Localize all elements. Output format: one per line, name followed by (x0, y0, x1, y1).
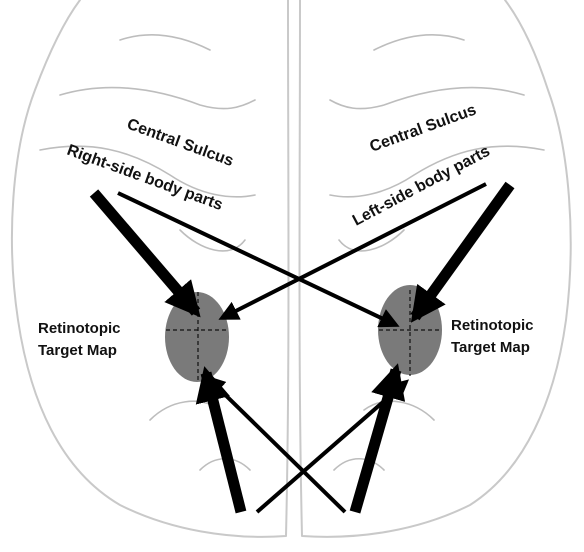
right-hemisphere-outline (300, 0, 571, 537)
left-map-label-line1: Retinotopic (38, 320, 121, 337)
left-hemisphere-outline (12, 0, 289, 537)
arrows (94, 184, 510, 512)
right-map-label-line2: Target Map (451, 339, 530, 356)
thick-arrow-left-top (94, 193, 196, 312)
left-map-label-line2: Target Map (38, 342, 117, 359)
thick-arrow-right-bottom (355, 370, 396, 512)
right-gyri (330, 35, 544, 470)
right-map-label-line1: Retinotopic (451, 317, 534, 334)
thick-arrow-right-top (415, 185, 510, 317)
thin-arrow-left-body-to-left-map (222, 184, 486, 318)
right-central-sulcus-label: Central Sulcus (368, 101, 479, 155)
left-central-sulcus-label: Central Sulcus (125, 116, 236, 170)
